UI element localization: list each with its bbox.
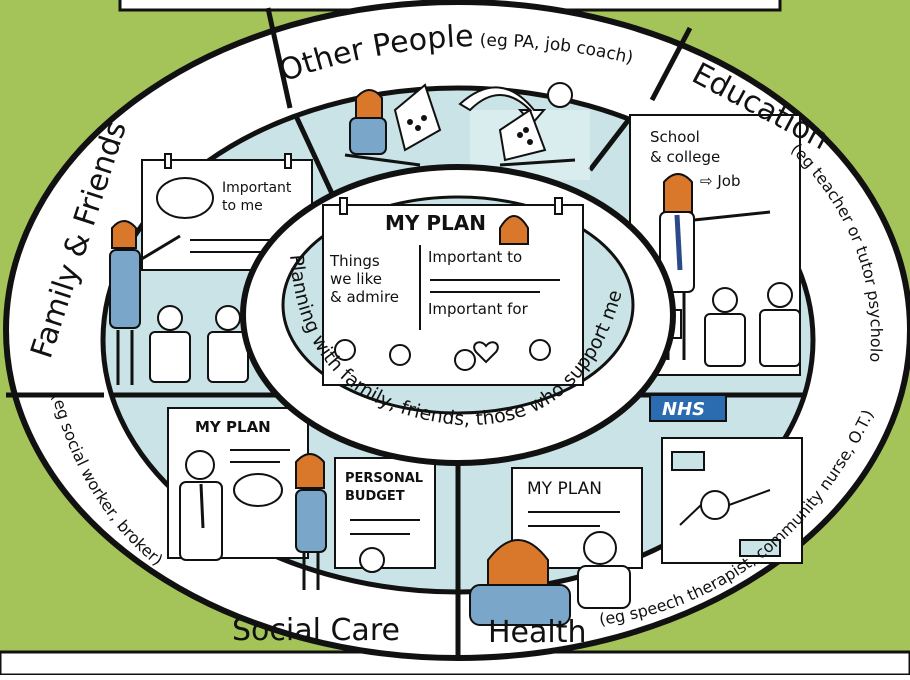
center-poster-hair (499, 215, 529, 245)
panel-health: NHS MY PLAN (469, 394, 803, 626)
personal-budget-line-2: BUDGET (345, 489, 405, 504)
pin-icon (164, 153, 172, 169)
social-care-poster-title: MY PLAN (195, 418, 271, 436)
center-right-bottom: Important for (428, 300, 529, 318)
person-left-hair (355, 89, 383, 121)
panel-other-people (344, 82, 576, 167)
pin-icon (339, 197, 348, 215)
laptop-icon (498, 108, 547, 162)
speech-bubble-icon (156, 177, 214, 219)
center-audience (334, 339, 551, 371)
label-health: Health (488, 615, 587, 650)
person-right-head (547, 82, 573, 108)
health-poster-title: MY PLAN (527, 479, 602, 499)
center-poster-title: MY PLAN (385, 211, 486, 235)
family-poster-line-1: Important (222, 180, 292, 196)
nhs-badge-label: NHS (662, 399, 705, 420)
nhs-badge (649, 394, 727, 422)
laptop-icon (393, 83, 442, 152)
swap-arrow-icon (458, 86, 547, 126)
center-left-line-1: Things (329, 252, 380, 270)
speech-bubble-icon (233, 473, 283, 507)
personal-budget-line-1: PERSONAL (345, 471, 423, 486)
pin-icon (284, 153, 292, 169)
panel-family-friends: Important to me (109, 153, 313, 385)
center-left-line-3: & admire (330, 288, 399, 306)
personal-budget-board (334, 457, 436, 569)
family-poster-line-2: to me (222, 198, 263, 214)
label-social-care: Social Care (232, 613, 400, 648)
panel-social-care: MY PLAN PERSONAL BUDGET (167, 407, 436, 590)
education-board-line-3: ⇨ Job (700, 172, 740, 190)
pin-icon (554, 197, 563, 215)
education-board-line-1: School (650, 128, 700, 146)
center-right-top: Important to (428, 248, 522, 266)
heart-icon (473, 341, 499, 364)
presenter-body (109, 249, 141, 329)
teacher-hair (663, 173, 693, 213)
ring-dividers (6, 7, 693, 660)
education-board-line-2: & college (650, 148, 720, 166)
presenter-hair (111, 220, 137, 249)
person-left-body (349, 117, 387, 155)
center-left-line-2: we like (330, 270, 382, 288)
